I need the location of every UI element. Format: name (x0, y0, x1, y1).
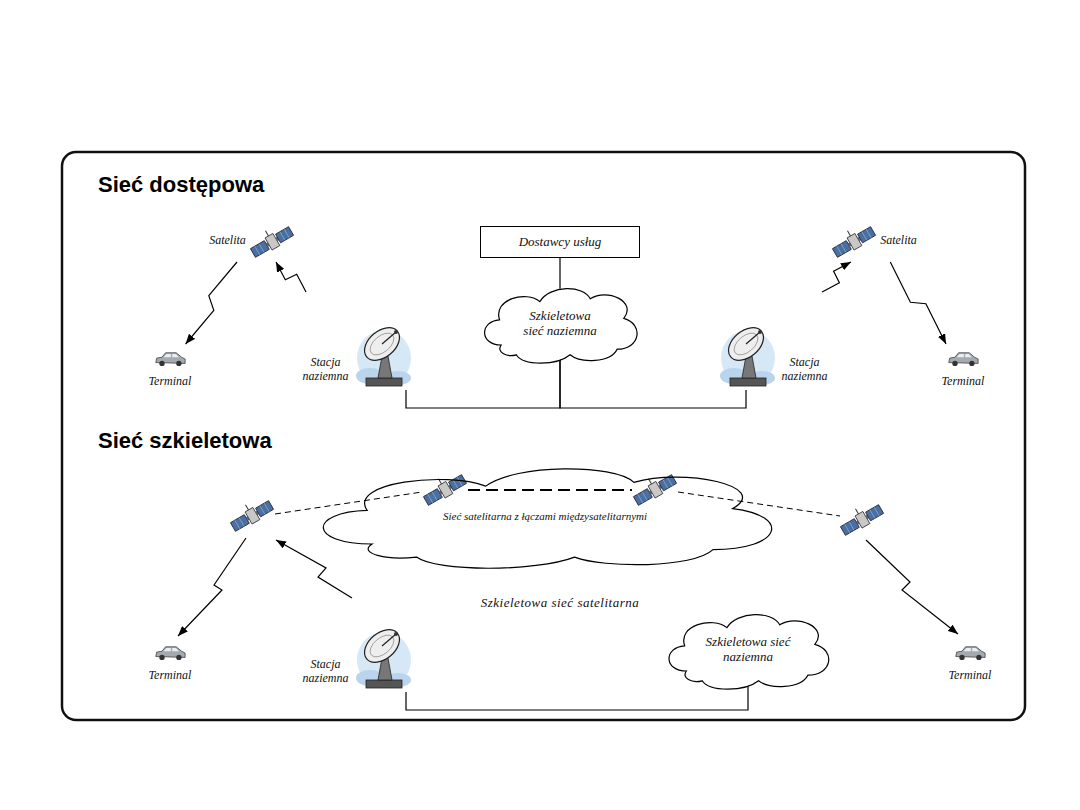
car-icon (947, 349, 979, 369)
terminal-node: Terminal (135, 640, 205, 686)
node-label: Stacja naziemna (779, 356, 830, 384)
node-label: Stacja naziemna (300, 356, 351, 384)
dish-icon (354, 318, 412, 390)
node-label: Stacja naziemna (300, 658, 351, 686)
node-label: Sieć satelitarna z łączami międzysatelit… (443, 510, 647, 523)
process-box: Dostawcy usług (480, 226, 640, 258)
connector (559, 258, 560, 289)
section-heading: Sieć dostępowa (98, 172, 264, 198)
node-label: Szkieletowa sieć naziemna (704, 635, 792, 665)
ground-station-node: Stacja naziemna (300, 596, 412, 692)
node-label: Terminal (949, 669, 992, 683)
satellite-node: Satelita (826, 216, 922, 260)
terminal-node: Terminal (928, 346, 998, 392)
terminal-node: Terminal (135, 346, 205, 392)
sat-icon (831, 224, 877, 260)
car-icon (954, 643, 986, 663)
sat-icon (249, 224, 295, 260)
cloud-node: Szkieletowa sieć naziemna (476, 282, 644, 366)
connector (276, 262, 306, 292)
dish-icon (718, 318, 776, 390)
connector (186, 262, 237, 344)
node-label: Szkieletowa sieć naziemna (518, 309, 602, 339)
node-label: Satelita (209, 234, 246, 248)
connector (822, 262, 851, 292)
node-label: Dostawcy usług (519, 235, 602, 250)
region-label: Szkieletowa sieć satelitarna (481, 595, 639, 611)
radio-links (178, 538, 958, 636)
connector (406, 358, 560, 408)
connector (560, 358, 746, 408)
ground-station-node: Stacja naziemna (300, 294, 412, 390)
satellite-icons (226, 468, 884, 537)
frame (62, 152, 1025, 720)
cloud-node: Sieć satelitarna z łączami międzysatelit… (298, 460, 792, 572)
satellite-node: Satelita (198, 216, 306, 260)
terminal-node: Terminal (935, 640, 1005, 686)
node-label: Terminal (942, 375, 985, 389)
car-icon (154, 643, 186, 663)
node-label: Satelita (880, 234, 917, 248)
connector (406, 684, 748, 710)
section-heading: Sieć szkieletowa (98, 428, 272, 454)
ground-station-node: Stacja naziemna (718, 294, 830, 390)
node-label: Terminal (149, 669, 192, 683)
dish-icon (354, 620, 412, 692)
car-icon (154, 349, 186, 369)
connector (890, 262, 946, 344)
node-label: Terminal (149, 375, 192, 389)
cloud-node: Szkieletowa sieć naziemna (660, 608, 836, 692)
